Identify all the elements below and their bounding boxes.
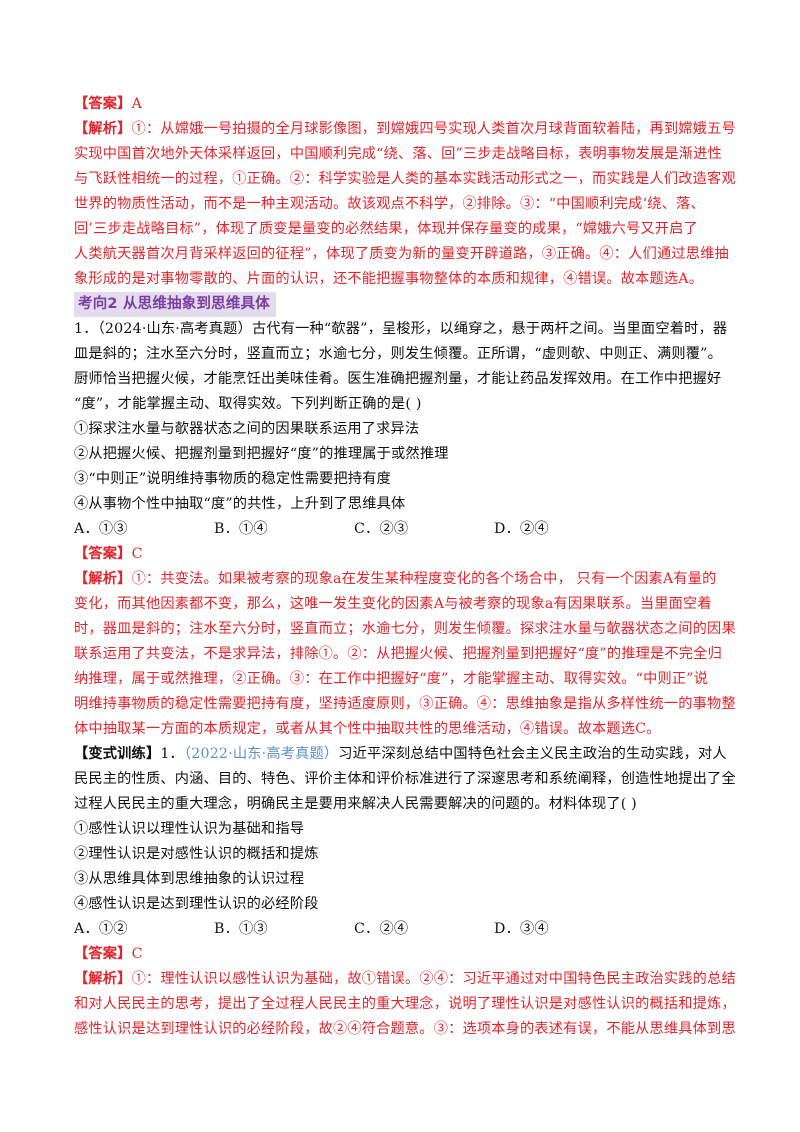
statement-item: ①感性认识以理性认识为基础和指导	[74, 821, 305, 837]
analysis-text: ①：共变法。如果被考察的现象a在发生某种程度变化的各个场合中， 只有一个因素A有…	[131, 571, 717, 587]
analysis-tag: 【解析】	[74, 571, 132, 587]
option-d: D．③④	[494, 921, 549, 937]
answer-tag: 【答案】	[74, 96, 132, 112]
analysis-line: 变化，而其他因素都不变，那么，这唯一发生变化的因素A与被考察的现象a有因果联系。…	[74, 596, 712, 612]
question-line: 【变式训练】1．（2022·山东·高考真题）习近平深刻总结中国特色社会主义民主政…	[74, 742, 727, 767]
question-text: 习近平深刻总结中国特色社会主义民主政治的生动实践，对人	[338, 746, 727, 762]
statement-item: ①探求注水量与欹器状态之间的因果联系运用了求异法	[74, 421, 420, 437]
question-number: 1．	[160, 746, 184, 762]
statement-item: ②从把握火候、把握剂量到把握好“度”的推理属于或然推理	[74, 446, 449, 462]
answer-line: 【答案】C	[74, 542, 726, 567]
variant-training-tag: 【变式训练】	[74, 746, 161, 762]
analysis-line: 感性认识是达到理性认识的必经阶段，故②④符合题意。③：选项本身的表述有误，不能从…	[74, 1021, 736, 1037]
page-content: 【答案】A 【解析】①：从嫦娥一号拍摄的全月球影像图，到嫦娥四号实现人类首次月球…	[74, 92, 736, 1042]
section-heading: 考向2 从思维抽象到思维具体	[74, 292, 276, 317]
analysis-text: ①：理性认识以感性认识为基础，故①错误。②④：习近平通过对中国特色民主政治实践的…	[131, 971, 736, 987]
question-line: 厨师恰当把握火候，才能烹饪出美味佳肴。医生准确把握剂量，才能让药品发挥效用。在工…	[74, 371, 722, 387]
analysis-line: 联系运用了共变法，不是求异法，排除①。②：从把握火候、把握剂量到把握好“度”的推…	[74, 646, 722, 662]
option-c: C．②③	[354, 521, 409, 537]
answer-line: 【答案】C	[74, 942, 726, 967]
analysis-line: 明维持事物质的稳定性需要把持有度，坚持适度原则，③正确。④：思维抽象是指从多样性…	[74, 696, 736, 712]
analysis-tag: 【解析】	[74, 971, 132, 987]
analysis-text: ①：从嫦娥一号拍摄的全月球影像图，到嫦娥四号实现人类首次月球背面软着陆，再到嫦娥…	[131, 121, 736, 137]
options-row: A．①② B．①③ C．②④ D．③④	[74, 917, 726, 942]
question-line: 过程人民民主的重大理念，明确民主是要用来解决人民需要解决的问题的。材料体现了( …	[74, 796, 637, 812]
analysis-line: 体中抽取某一方面的本质规定，或者从其个性中抽取共性的思维活动，④错误。故本题选C…	[74, 721, 661, 737]
question-line: “度”，才能掌握主动、取得实效。下列判断正确的是( )	[74, 396, 422, 412]
statement-item: ②理性认识是对感性认识的概括和提炼	[74, 846, 319, 862]
option-a: A．①②	[74, 921, 128, 937]
statement-item: ④感性认识是达到理性认识的必经阶段	[74, 896, 319, 912]
answer-tag: 【答案】	[74, 946, 132, 962]
statement-item: ③从思维具体到思维抽象的认识过程	[74, 871, 305, 887]
question-line: 民民主的性质、内涵、目的、特色、评价主体和评价标准进行了深邃思考和系统阐释，创造…	[74, 771, 736, 787]
analysis-line: 纳推理，属于或然推理，②正确。③：在工作中把握好“度”，才能掌握主动、取得实效。…	[74, 671, 709, 687]
option-b: B．①③	[214, 921, 268, 937]
analysis-line: 【解析】①：理性认识以感性认识为基础，故①错误。②④：习近平通过对中国特色民主政…	[74, 967, 736, 992]
answer-line: 【答案】A	[74, 92, 726, 117]
option-b: B．①④	[214, 521, 268, 537]
option-d: D．②④	[494, 521, 549, 537]
analysis-line: 人类航天器首次月背采样返回的征程”，体现了质变为新的量变开辟道路，③正确。④：人…	[74, 246, 729, 262]
option-a: A．①③	[74, 521, 128, 537]
answer-value: A	[131, 96, 143, 112]
question-line: 1．（2024·山东·高考真题）古代有一种“欹器”，呈梭形，以绳穿之，悬于两杆之…	[74, 317, 728, 342]
answer-tag: 【答案】	[74, 546, 132, 562]
question-line: 皿是斜的；注水至六分时，竖直而立；水逾七分，则发生倾覆。正所谓，“虚则欹、中则正…	[74, 346, 722, 362]
question-source: （2024·山东·高考真题）	[97, 321, 252, 337]
analysis-line: 和对人民民主的思考，提出了全过程人民民主的重大理念，说明了理性认识是对感性认识的…	[74, 996, 736, 1012]
statement-item: ③“中则正”说明维持事物质的稳定性需要把持有度	[74, 471, 392, 487]
analysis-tag: 【解析】	[74, 121, 132, 137]
options-row: A．①③ B．①④ C．②③ D．②④	[74, 517, 726, 542]
analysis-line: 与飞跃性相统一的过程，①正确。②：科学实验是人类的基本实践活动形式之一，而实践是…	[74, 171, 736, 187]
option-c: C．②④	[354, 921, 409, 937]
analysis-line: 象形成的是对事物零散的、片面的认识，还不能把握事物整体的本质和规律，④错误。故本…	[74, 271, 704, 287]
section-heading-line: 考向2 从思维抽象到思维具体	[74, 292, 726, 317]
answer-value: C	[131, 946, 143, 962]
question-number: 1．	[74, 321, 98, 337]
analysis-line: 【解析】①：共变法。如果被考察的现象a在发生某种程度变化的各个场合中， 只有一个…	[74, 567, 726, 592]
question-source: （2022·山东·高考真题）	[183, 746, 339, 762]
analysis-line: 时，器皿是斜的；注水至六分时，竖直而立；水逾七分，则发生倾覆。探求注水量与欹器状…	[74, 621, 736, 637]
answer-value: C	[131, 546, 143, 562]
analysis-line: 世界的物质性活动，而不是一种主观活动。故该观点不科学，②排除。③：“中国顺利完成…	[74, 196, 705, 212]
analysis-line: 回’三步走战略目标”，体现了质变是量变的必然结果，体现并保存量变的成果，“嫦娥六…	[74, 221, 698, 237]
question-text: 古代有一种“欹器”，呈梭形，以绳穿之，悬于两杆之间。当里面空着时，器	[251, 321, 728, 337]
statement-item: ④从事物个性中抽取“度”的共性，上升到了思维具体	[74, 496, 406, 512]
analysis-line: 实现中国首次地外天体采样返回，中国顺利完成“绕、落、回”三步走战略目标，表明事物…	[74, 146, 722, 162]
analysis-line: 【解析】①：从嫦娥一号拍摄的全月球影像图，到嫦娥四号实现人类首次月球背面软着陆，…	[74, 117, 736, 142]
